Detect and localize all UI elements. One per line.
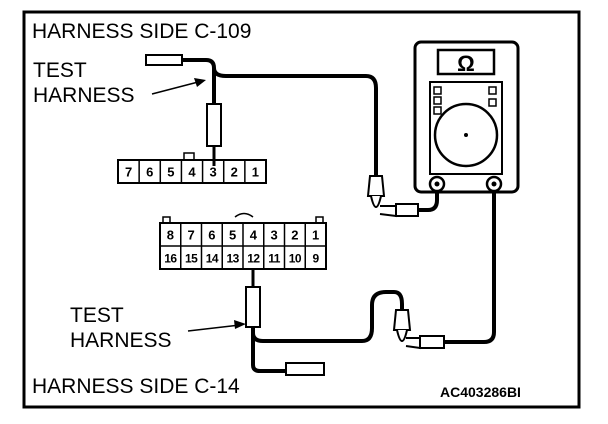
title-harness-side-c109: HARNESS SIDE C-109 [32, 20, 251, 43]
c14-bottom-pin-14: 14 [206, 252, 219, 266]
c14-top-pin-5: 5 [229, 228, 236, 243]
c109-pin-3: 3 [210, 165, 217, 180]
test-harness-label-bottom-line1: TEST [70, 304, 124, 327]
c14-top-pin-1: 1 [312, 228, 319, 243]
c109-pin-7: 7 [125, 165, 132, 180]
ohm-display [436, 48, 496, 76]
c14-top-pin-4: 4 [250, 228, 258, 243]
c14-bottom-pin-11: 11 [268, 252, 281, 266]
c14-bottom-pin-9: 9 [313, 252, 320, 266]
c109-pin-5: 5 [167, 165, 174, 180]
test-harness-arrow-top [151, 78, 206, 95]
test-harness-label-top-line2: HARNESS [33, 84, 135, 107]
test-harness-label-bottom-line2: HARNESS [70, 329, 172, 352]
c14-bottom-pin-16: 16 [164, 252, 177, 266]
c14-top-pin-8: 8 [167, 228, 174, 243]
c14-bottom-pin-10: 10 [289, 252, 302, 266]
test-harness-arrow-bottom [187, 320, 246, 332]
c14-bottom-pin-13: 13 [226, 252, 239, 266]
figure-code: AC403286BI [440, 384, 521, 400]
c109-pin-4: 4 [188, 165, 196, 180]
c14-top-pin-2: 2 [291, 228, 298, 243]
c14-bottom-pin-15: 15 [185, 252, 198, 266]
c14-top-pin-3: 3 [271, 228, 278, 243]
probe-c109 [145, 54, 378, 176]
clip-right [392, 191, 496, 350]
c109-pin-1: 1 [252, 165, 259, 180]
c14-bottom-pin-12: 12 [247, 252, 260, 266]
ohmmeter: Ω [413, 40, 520, 194]
clip-left [366, 175, 439, 218]
ohm-symbol: Ω [457, 51, 475, 76]
c109-pin-6: 6 [146, 165, 153, 180]
c109-pin-2: 2 [231, 165, 238, 180]
probe-c14 [245, 269, 404, 376]
title-harness-side-c14: HARNESS SIDE C-14 [32, 375, 240, 398]
test-harness-label-top-line1: TEST [33, 59, 87, 82]
c14-top-pin-6: 6 [208, 228, 215, 243]
c14-top-pin-7: 7 [188, 228, 195, 243]
